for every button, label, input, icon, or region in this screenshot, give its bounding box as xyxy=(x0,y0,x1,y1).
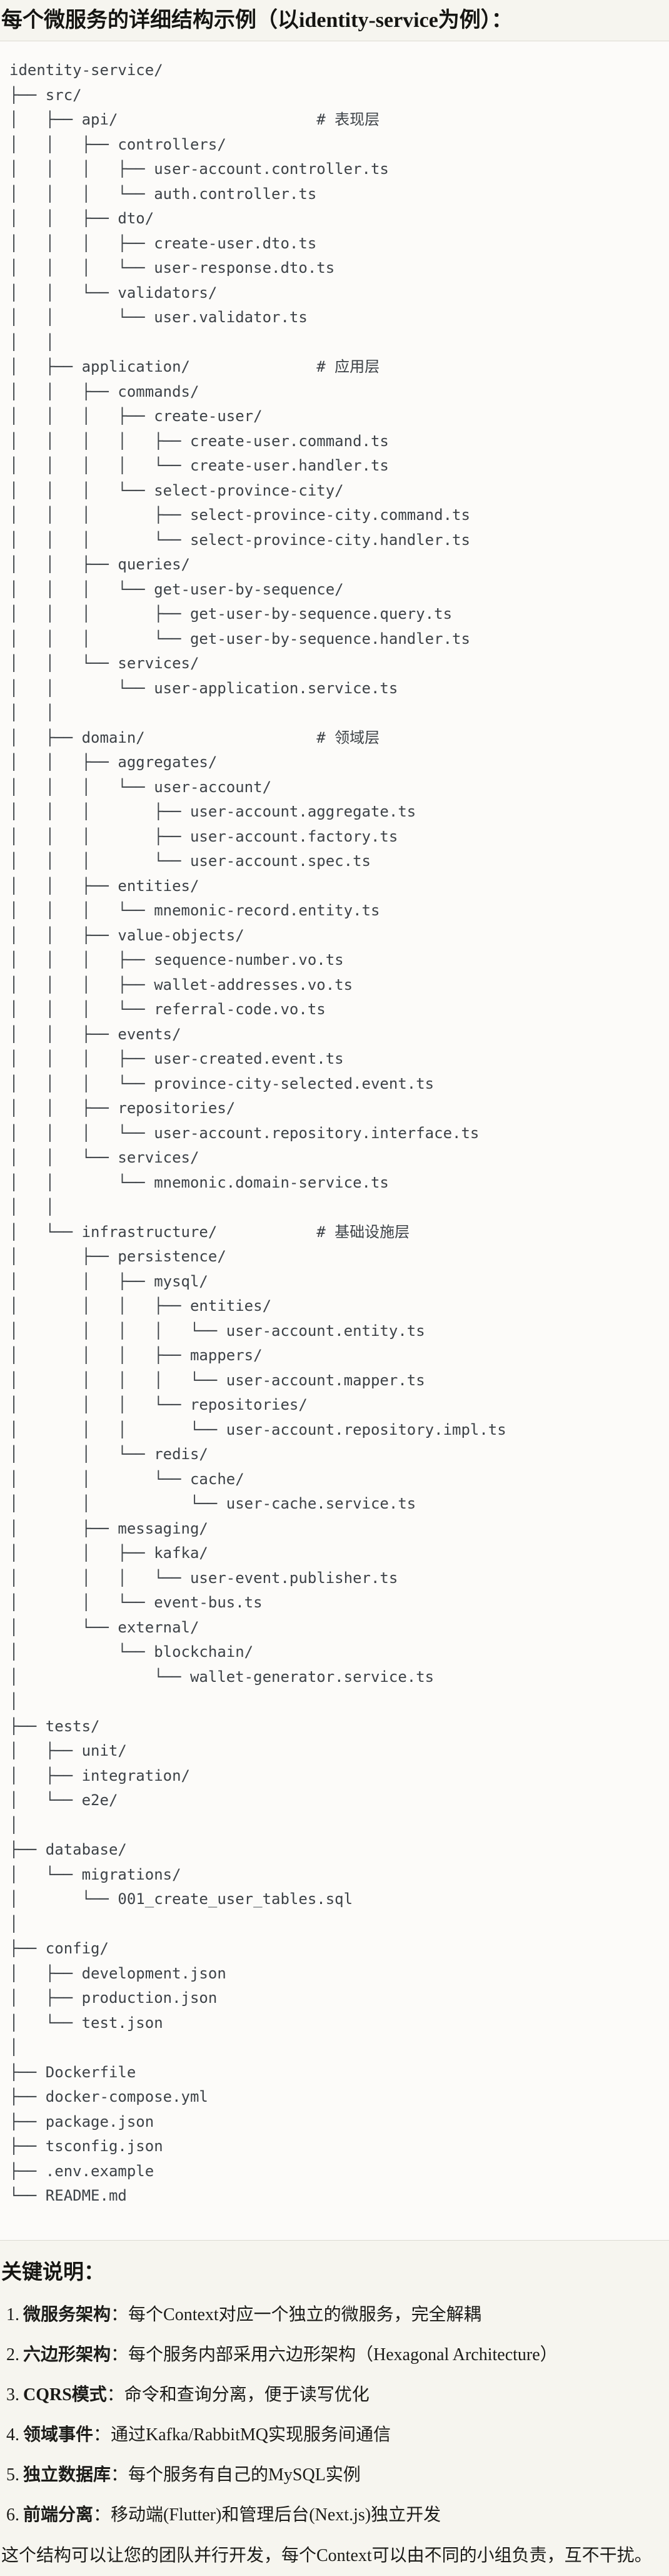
note-text: ：移动端(Flutter)和管理后台(Next.js)独立开发 xyxy=(93,2505,441,2525)
page-title: 每个微服务的详细结构示例（以identity-service为例）： xyxy=(1,9,513,32)
note-item: 1.微服务架构：每个Context对应一个独立的微服务，完全解耦 xyxy=(6,2304,663,2326)
note-number: 2. xyxy=(6,2344,19,2365)
closing-paragraph: 这个结构可以让您的团队并行开发，每个Context可以由不同的小组负责，互不干扰… xyxy=(1,2545,652,2565)
note-text: ：通过Kafka/RabbitMQ实现服务间通信 xyxy=(93,2425,391,2445)
note-term: 独立数据库 xyxy=(23,2465,111,2485)
notes-section: 关键说明： 1.微服务架构：每个Context对应一个独立的微服务，完全解耦 2… xyxy=(0,2261,669,2567)
note-term: 微服务架构 xyxy=(23,2304,111,2324)
note-term: 前端分离 xyxy=(23,2505,94,2525)
note-term: 六边形架构 xyxy=(23,2344,111,2365)
note-number: 5. xyxy=(6,2465,19,2485)
notes-heading: 关键说明： xyxy=(1,2261,104,2284)
note-number: 3. xyxy=(6,2385,19,2405)
note-item: 3.CQRS模式：命令和查询分离，便于读写优化 xyxy=(6,2385,663,2406)
note-item: 4.领域事件：通过Kafka/RabbitMQ实现服务间通信 xyxy=(6,2425,663,2446)
note-term: CQRS模式 xyxy=(23,2385,107,2405)
note-term: 领域事件 xyxy=(23,2425,94,2445)
code-block: identity-service/ ├── src/ │ ├── api/ # … xyxy=(0,41,669,2241)
note-item: 6.前端分离：移动端(Flutter)和管理后台(Next.js)独立开发 xyxy=(6,2505,663,2526)
note-number: 4. xyxy=(6,2425,19,2445)
note-item: 5.独立数据库：每个服务有自己的MySQL实例 xyxy=(6,2465,663,2486)
note-text: ：每个服务内部采用六边形架构（Hexagonal Architecture） xyxy=(111,2344,558,2365)
note-text: ：命令和查询分离，便于读写优化 xyxy=(106,2385,370,2405)
note-number: 6. xyxy=(6,2505,19,2525)
note-number: 1. xyxy=(6,2304,19,2324)
note-text: ：每个Context对应一个独立的微服务，完全解耦 xyxy=(111,2304,481,2324)
note-text: ：每个服务有自己的MySQL实例 xyxy=(111,2465,361,2485)
note-item: 2.六边形架构：每个服务内部采用六边形架构（Hexagonal Architec… xyxy=(6,2344,663,2366)
file-tree: identity-service/ ├── src/ │ ├── api/ # … xyxy=(9,61,506,2205)
